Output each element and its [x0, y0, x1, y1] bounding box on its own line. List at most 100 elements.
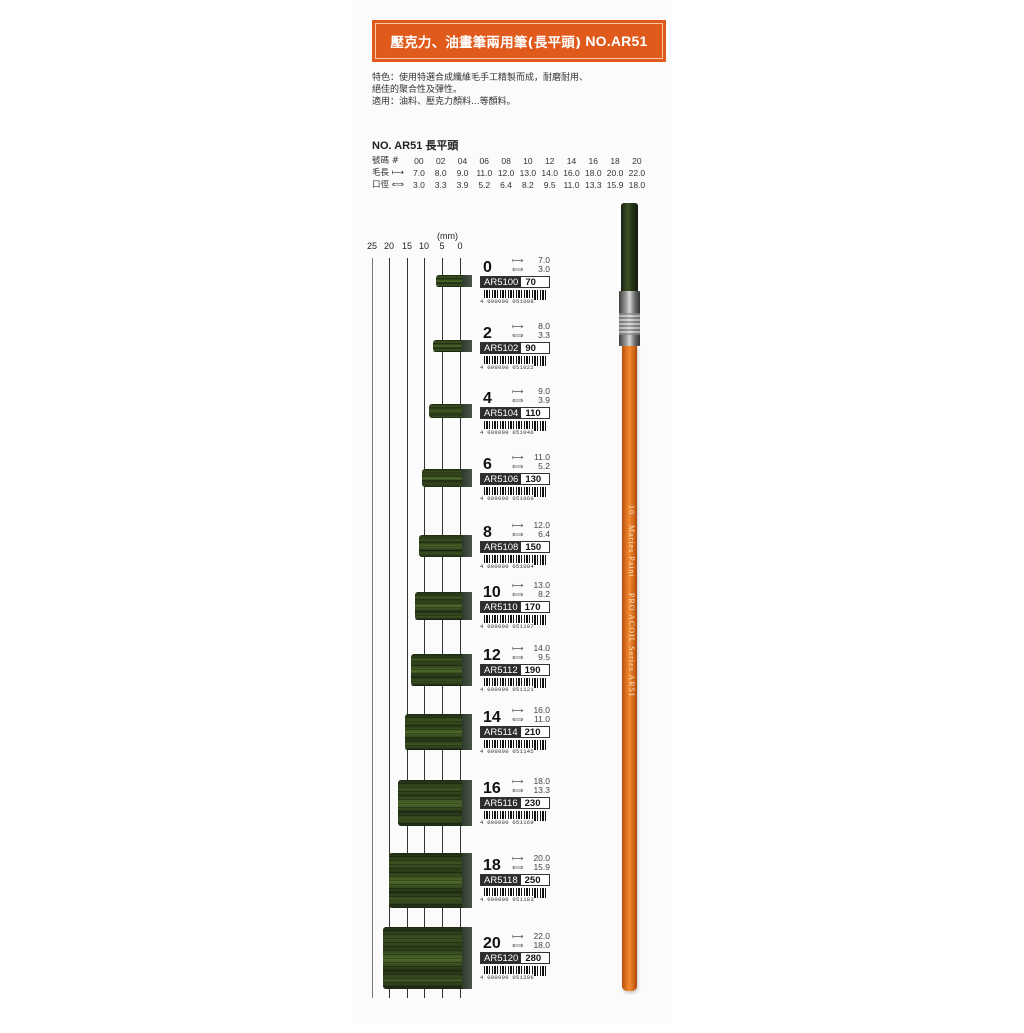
spec-cell: 20 [632, 156, 642, 166]
brush-dimensions: ⟼16.0 ⟺11.0 [512, 706, 550, 725]
brush-length: 13.0 [533, 580, 550, 590]
brush-size: 6 [483, 456, 492, 473]
brush-head-size-10 [415, 592, 472, 620]
brush-size: 16 [483, 780, 501, 797]
product-price: 210 [520, 727, 549, 738]
spec-cell: 9.5 [543, 180, 556, 190]
brush-length: 22.0 [533, 931, 550, 941]
product-model: NO.AR51 [585, 33, 648, 49]
ruler-tick: 5 [439, 241, 445, 251]
brush-dimensions: ⟼8.0 ⟺3.3 [512, 322, 550, 341]
barcode-icon [484, 811, 546, 821]
barcode-number: 4 000000 051046 [480, 429, 535, 436]
spec-cell: 8.0 [434, 168, 447, 178]
product-code: AR5116 [481, 798, 521, 809]
brush-length: 20.0 [533, 853, 550, 863]
spec-cell: 9.0 [456, 168, 469, 178]
handle-brand: Maries Paint [627, 525, 636, 578]
brush-width: 11.0 [534, 714, 550, 724]
spec-cell: 06 [479, 156, 490, 166]
brush-length: 14.0 [533, 643, 550, 653]
spec-cell: 7.0 [412, 168, 425, 178]
description-usage: 適用：油料、壓克力顏料...等顏料。 [372, 97, 516, 107]
length-arrow-icon: ⟼ [512, 322, 524, 331]
spec-cell: 14.0 [541, 168, 558, 178]
spec-cell: 3.3 [434, 180, 447, 190]
width-arrow-icon: ⟺ [512, 863, 524, 872]
spec-row-width: 口徑 ⟺ 3.0 3.3 3.9 5.2 6.4 8.2 9.5 11.0 13… [372, 179, 662, 191]
spec-label: 口徑 ⟺ [372, 180, 404, 190]
length-arrow-icon: ⟼ [512, 706, 524, 715]
spec-cell: 10 [523, 156, 533, 166]
ruler-tick: 0 [457, 241, 463, 251]
product-code: AR5102 [481, 343, 522, 354]
ruler-line [389, 258, 390, 998]
product-price: 150 [521, 542, 549, 553]
width-arrow-icon: ⟺ [512, 265, 524, 274]
length-arrow-icon: ⟼ [512, 521, 524, 530]
spec-cell: 3.9 [456, 180, 469, 190]
ruler-tick: 15 [401, 241, 413, 251]
product-title-banner: 壓克力、油畫筆兩用筆(長平頭) NO.AR51 [372, 20, 666, 62]
brush-head-size-16 [398, 780, 472, 826]
description-features-cont: 絕佳的聚合性及彈性。 [372, 85, 463, 95]
barcode-number: 4 000000 051206 [480, 974, 535, 981]
spec-row-length: 毛長 ⟼ 7.0 8.0 9.0 11.0 12.0 13.0 14.0 16.… [372, 167, 662, 179]
brush-head-size-14 [405, 714, 472, 750]
barcode-icon [484, 421, 546, 431]
brush-length: 9.0 [538, 386, 550, 396]
ruler-tick: 20 [383, 241, 395, 251]
spec-cell: 18.0 [585, 168, 602, 178]
brush-head-size-0 [436, 275, 472, 287]
brush-width: 3.0 [538, 264, 550, 274]
brush-size: 2 [483, 325, 492, 342]
width-arrow-icon: ⟺ [512, 462, 524, 471]
product-code: AR5110 [481, 602, 521, 613]
product-code: AR5100 [481, 277, 522, 288]
spec-cell: 12 [544, 156, 555, 166]
barcode-icon [484, 555, 546, 565]
length-arrow-icon: ⟼ [512, 453, 524, 462]
product-code: AR5104 [481, 408, 522, 419]
length-arrow-icon: ⟼ [512, 932, 524, 941]
brush-length: 12.0 [533, 520, 550, 530]
width-arrow-icon: ⟺ [512, 530, 524, 539]
brush-width: 6.4 [538, 529, 550, 539]
brush-size: 20 [483, 935, 501, 952]
ruler-line [442, 258, 443, 998]
brush-size: 0 [483, 259, 492, 276]
handle-series: PRO ACOIL Series AR51 [627, 593, 636, 698]
product-price: 280 [521, 953, 549, 964]
brush-dimensions: ⟼7.0 ⟺3.0 [512, 255, 550, 275]
ruler-unit: (mm) [437, 231, 458, 241]
spec-cell: 12.0 [497, 168, 515, 178]
width-arrow-icon: ⟺ [512, 396, 524, 405]
length-arrow-icon: ⟼ [512, 387, 524, 396]
barcode-number: 4 000000 051169 [480, 819, 535, 826]
barcode-number: 4 000000 051107 [480, 623, 535, 630]
width-arrow-icon: ⟺ [512, 941, 524, 950]
brush-dimensions: ⟼18.0 ⟺13.3 [512, 776, 550, 796]
product-code: AR5108 [481, 542, 522, 553]
spec-cell: 13.3 [585, 180, 602, 190]
brush-dimensions: ⟼ 12.0 ⟺ 6.4 [512, 520, 550, 540]
product-price: 190 [520, 665, 549, 676]
spec-cell: 18 [610, 156, 620, 166]
product-code: AR5112 [481, 665, 521, 676]
product-code: AR5114 [481, 727, 521, 738]
ferrule-crimp [619, 313, 640, 335]
barcode-icon [484, 356, 546, 366]
product-price: 130 [521, 474, 549, 485]
length-arrow-icon: ⟼ [512, 581, 524, 590]
barcode-number: 4 000000 051084 [480, 563, 535, 570]
brush-length: 18.0 [533, 776, 550, 786]
brush-length: 7.0 [538, 255, 550, 265]
brush-size: 8 [483, 524, 492, 541]
brush-handle [622, 346, 637, 991]
product-price: 170 [520, 602, 549, 613]
barcode-number: 4 000000 051008 [480, 298, 535, 305]
